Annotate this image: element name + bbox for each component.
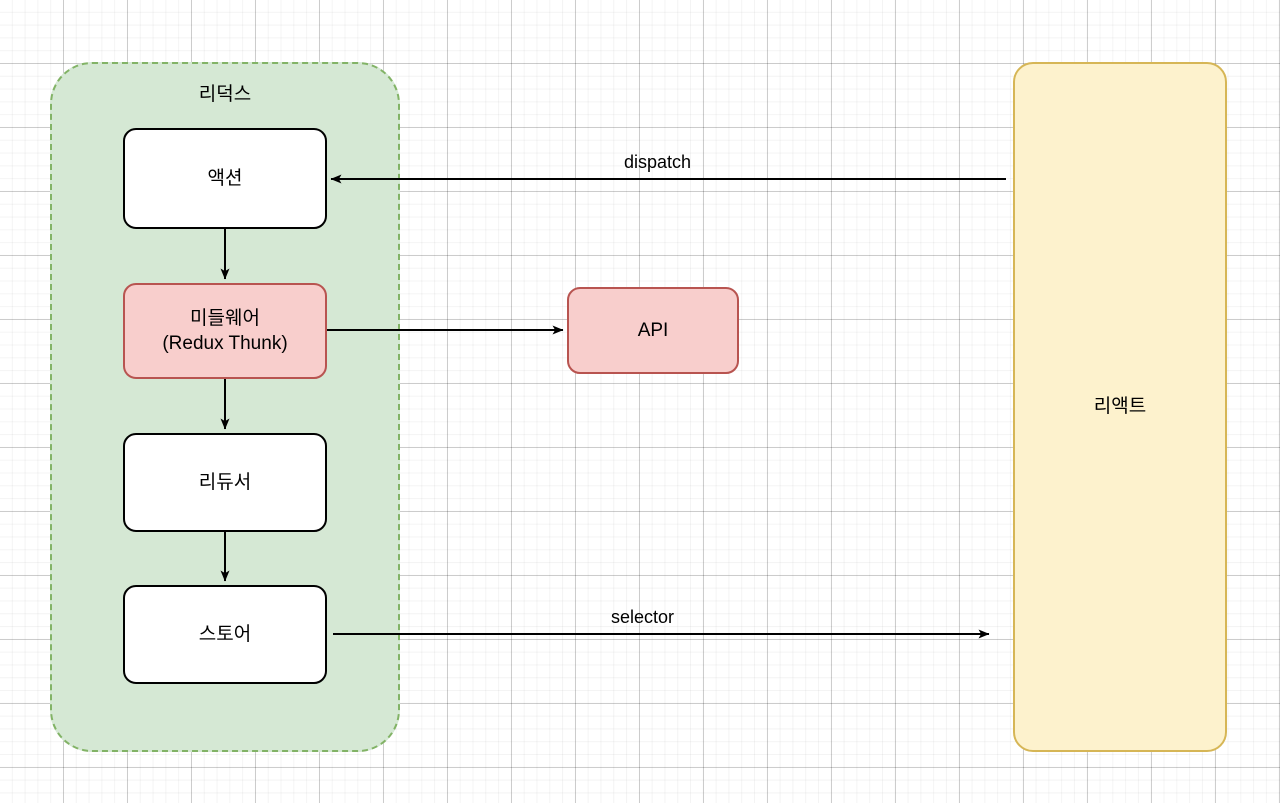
node-api[interactable]: API [567,287,739,374]
node-middleware-label-line2: (Redux Thunk) [162,333,288,354]
node-reducer[interactable]: 리듀서 [123,433,327,532]
edge-label-selector: selector [611,607,675,627]
node-react[interactable]: 리액트 [1013,62,1227,752]
node-action[interactable]: 액션 [123,128,327,229]
group-redux-label: 리덕스 [198,84,252,105]
node-react-label: 리액트 [1093,396,1147,418]
node-middleware-text: 미들웨어 (Redux Thunk) [162,306,287,356]
node-api-label: API [637,319,669,341]
node-store[interactable]: 스토어 [123,585,327,684]
node-action-label: 액션 [207,167,243,189]
edge-label-dispatch: dispatch [624,152,692,172]
node-store-label: 스토어 [198,623,252,645]
node-reducer-label: 리듀서 [198,471,252,493]
node-middleware[interactable]: 미들웨어 (Redux Thunk) [123,283,327,379]
node-middleware-label-line1: 미들웨어 [190,307,260,329]
